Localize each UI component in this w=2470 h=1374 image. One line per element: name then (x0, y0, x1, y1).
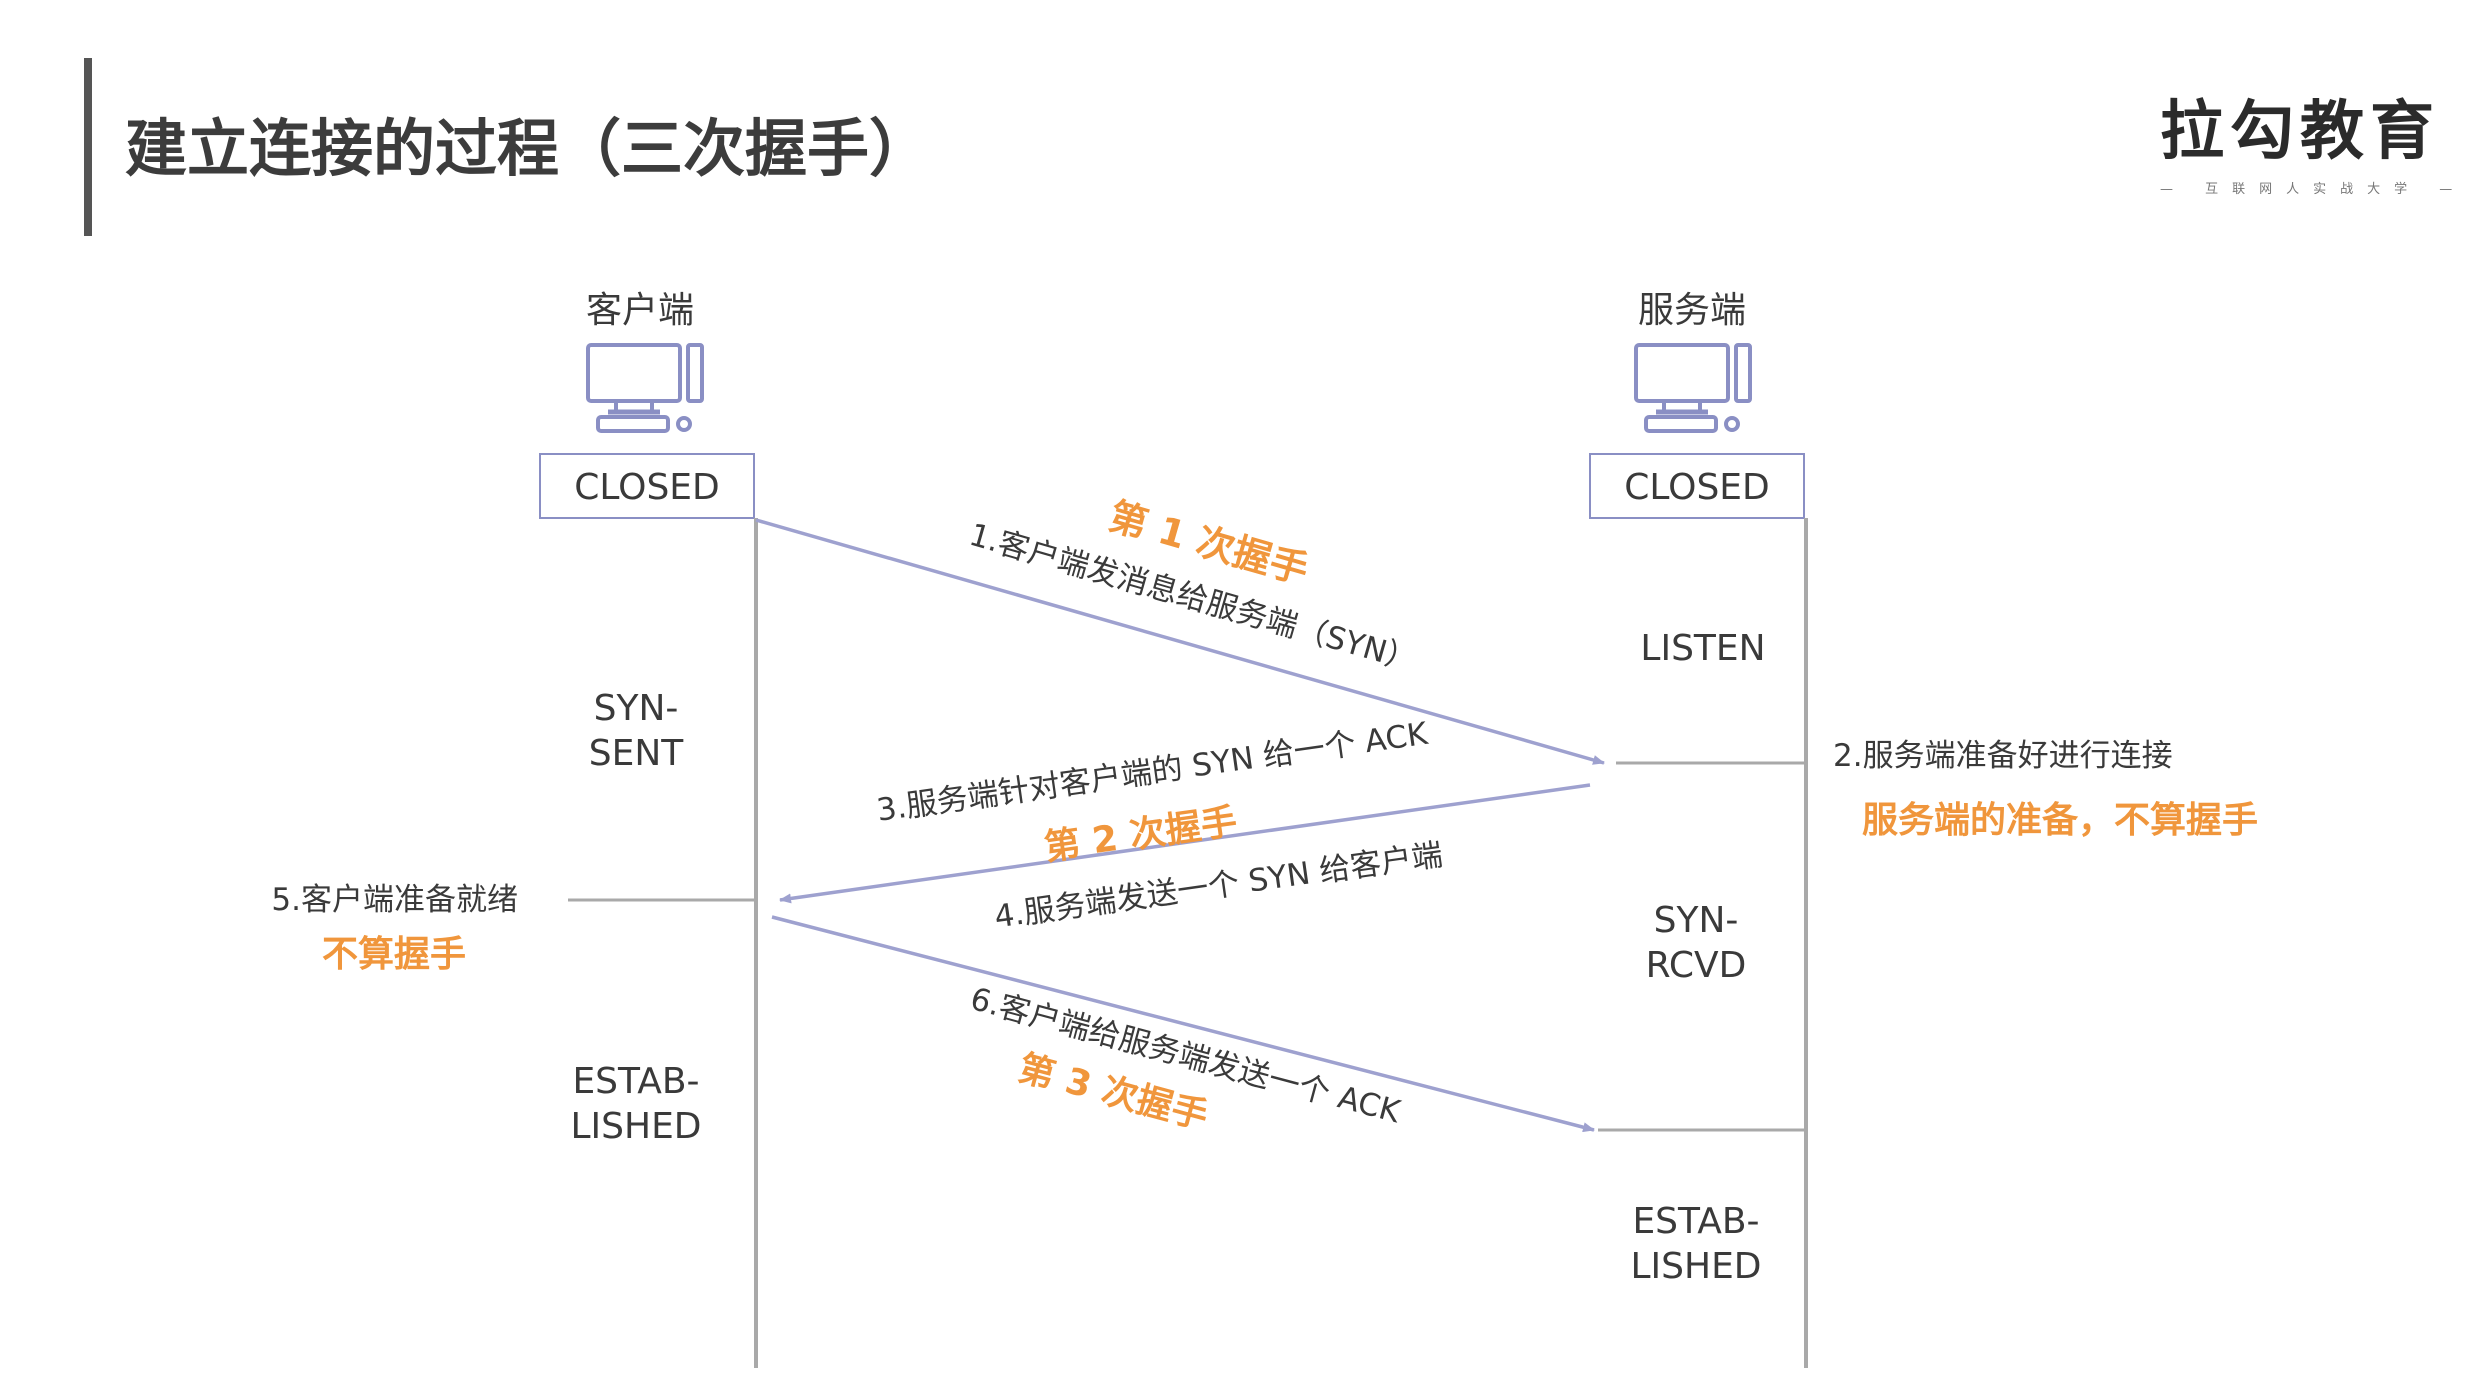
server-state-syn-rcvd-line2: RCVD (1646, 945, 1747, 986)
server-ready-note: 2.服务端准备好进行连接 (1833, 738, 2173, 774)
server-state-established-line2: LISHED (1630, 1246, 1761, 1287)
client-state-established-line2: LISHED (570, 1106, 701, 1147)
server-state-syn-rcvd-line1: SYN- (1654, 900, 1739, 941)
client-ready-note: 5.客户端准备就绪 (271, 882, 518, 918)
client-state-established-line1: ESTAB- (572, 1061, 699, 1102)
client-state-syn-sent-line1: SYN- (594, 688, 679, 729)
client-label: 客户端 (586, 290, 694, 331)
handshake-3-group: 6.客户端给服务端发送一个 ACK 第 3 次握手 (967, 981, 1405, 1138)
client-desktop-computer-icon (586, 343, 704, 433)
client-ready-not-handshake: 不算握手 (322, 934, 466, 975)
server-desktop-computer-icon (1634, 343, 1752, 433)
title-accent-bar (84, 58, 92, 236)
server-label: 服务端 (1638, 290, 1746, 331)
handshake-2-group: 3.服务端针对客户端的 SYN 给一个 ACK 第 2 次握手 4.服务端发送一… (875, 716, 1445, 936)
handshake-2-label: 第 2 次握手 (1042, 801, 1240, 869)
client-initial-state: CLOSED (574, 467, 720, 508)
server-state-established-line1: ESTAB- (1632, 1201, 1759, 1242)
page-title: 建立连接的过程（三次握手） (125, 112, 932, 185)
server-closed-box (1589, 453, 1805, 519)
server-state-listen: LISTEN (1640, 628, 1765, 669)
server-ready-not-handshake: 服务端的准备，不算握手 (1862, 800, 2258, 841)
logo-tagline-text: 互联网人实战大学 (2205, 182, 2422, 197)
logo-name: 拉勾教育 (2160, 95, 2440, 169)
server-initial-state: CLOSED (1624, 467, 1770, 508)
arrow-syn-ack (779, 783, 1591, 904)
client-closed-box (539, 453, 755, 519)
arrow-ack (771, 915, 1595, 1133)
arrow-syn (755, 518, 1605, 765)
client-state-syn-sent-line2: SENT (589, 733, 685, 774)
